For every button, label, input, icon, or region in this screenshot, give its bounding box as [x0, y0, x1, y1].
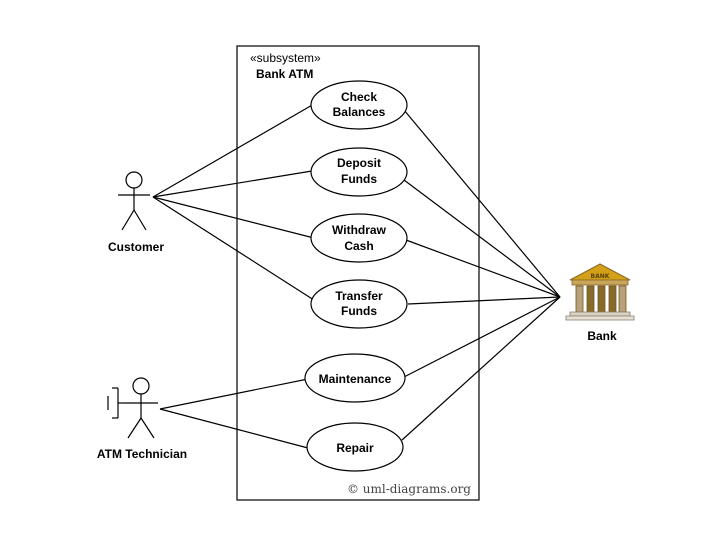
use-case-label: Repair: [336, 441, 374, 455]
use-case-label: Funds: [341, 172, 377, 186]
assoc-customer-withdraw-cash: [152, 196, 315, 239]
customer-actor: Customer: [108, 171, 164, 254]
assoc-technician-repair: [159, 408, 309, 449]
use-case-label: Funds: [341, 304, 377, 318]
use-case-repair: Repair: [306, 422, 404, 472]
assoc-technician-maintenance: [159, 378, 309, 410]
use-case-label: Transfer: [335, 289, 383, 303]
bank-sign: BANK: [591, 273, 610, 280]
use-case-label: Cash: [344, 239, 373, 253]
technician-label: ATM Technician: [97, 447, 187, 461]
assoc-bank-deposit-funds: [403, 179, 561, 298]
subsystem-name: Bank ATM: [256, 67, 313, 81]
subsystem-stereotype: «subsystem»: [250, 51, 321, 65]
assoc-bank-withdraw-cash: [405, 239, 561, 298]
credit-text: © uml-diagrams.org: [347, 482, 471, 496]
assoc-bank-repair: [401, 296, 561, 441]
use-case-label: Check: [341, 90, 377, 104]
use-case-deposit-funds: Deposit Funds: [310, 147, 408, 197]
bank-actor: BANK Bank: [565, 263, 635, 343]
subsystem-boundary: [236, 45, 480, 501]
use-case-label: Maintenance: [319, 372, 392, 386]
use-case-transfer-funds: Transfer Funds: [310, 279, 408, 329]
assoc-bank-check-balances: [403, 109, 561, 298]
customer-label: Customer: [108, 240, 164, 254]
bank-label: Bank: [587, 329, 617, 343]
use-case-withdraw-cash: Withdraw Cash: [310, 213, 408, 263]
assoc-customer-deposit-funds: [152, 170, 313, 198]
use-case-check-balances: Check Balances: [310, 80, 408, 130]
assoc-bank-transfer-funds: [407, 296, 561, 305]
stick-figure-icon: [118, 171, 150, 231]
use-case-maintenance: Maintenance: [304, 353, 406, 403]
use-case-label: Withdraw: [332, 223, 387, 237]
technician-actor: ATM Technician: [97, 377, 187, 461]
assoc-customer-transfer-funds: [152, 196, 318, 303]
associations: [152, 103, 561, 449]
stick-figure-with-tool-icon: [107, 377, 158, 439]
use-case-label: Balances: [333, 105, 386, 119]
use-case-label: Deposit: [337, 156, 381, 170]
bank-building-icon: BANK: [565, 263, 635, 321]
assoc-bank-maintenance: [403, 296, 561, 378]
assoc-customer-check-balances: [152, 103, 315, 198]
